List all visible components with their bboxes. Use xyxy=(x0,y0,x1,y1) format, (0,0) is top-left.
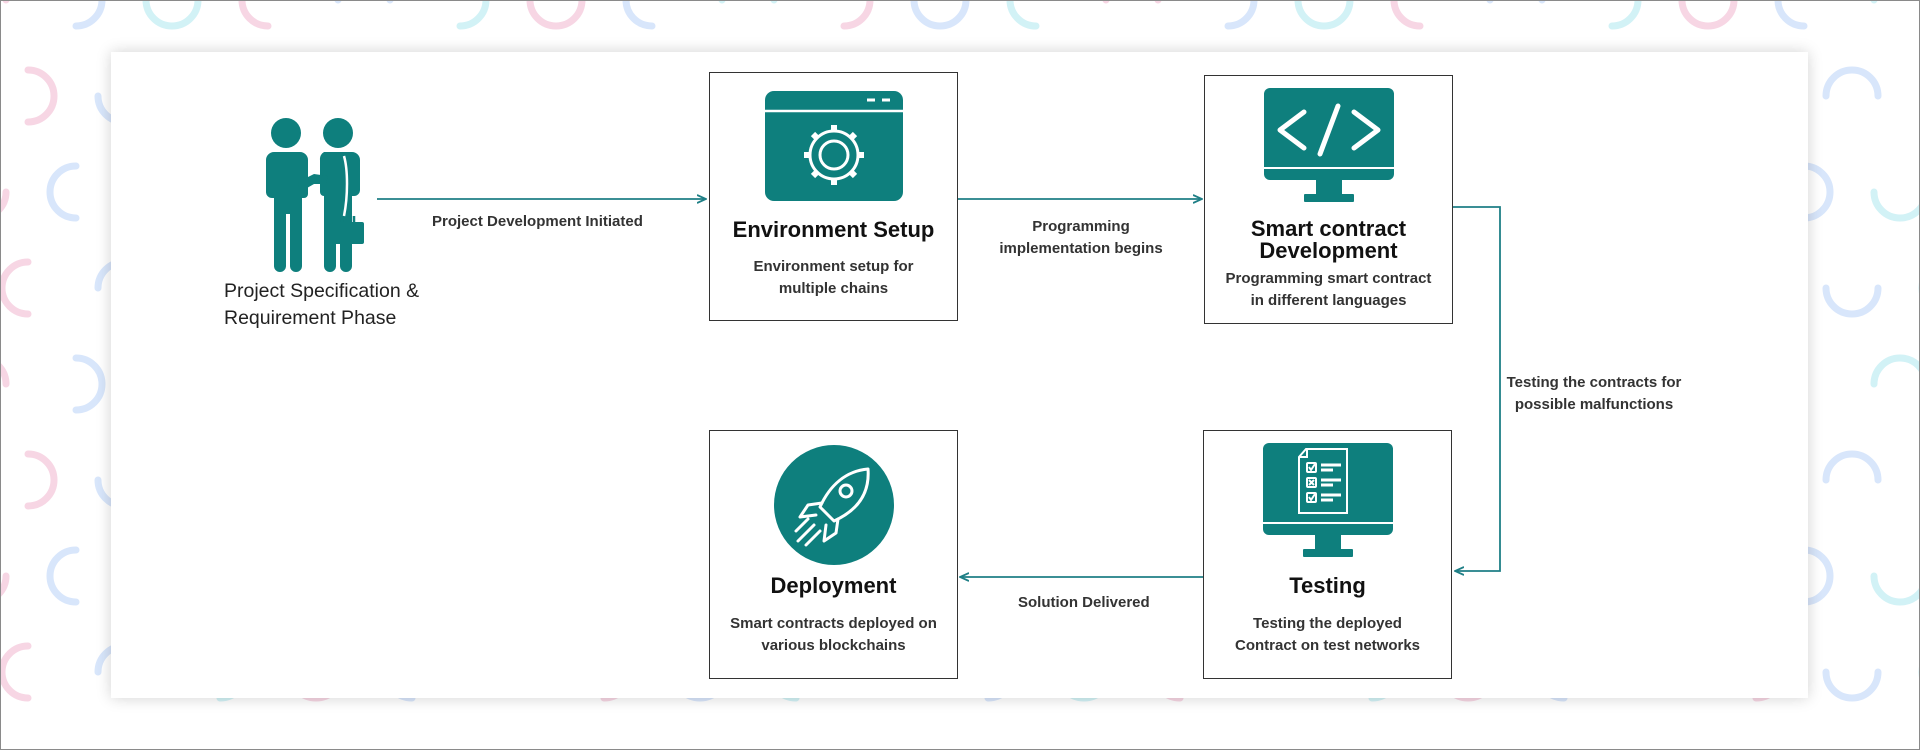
environment-setup-desc: Environment setup for multiple chains xyxy=(718,256,949,300)
environment-setup-box: Environment Setup Environment setup for … xyxy=(709,72,958,321)
smart-contract-development-desc-line2: in different languages xyxy=(1250,292,1407,309)
deployment-box: Deployment Smart contracts deployed on v… xyxy=(709,430,958,679)
edge-label-testing-line1: Testing the contracts for xyxy=(1506,374,1682,391)
browser-gear-icon xyxy=(764,91,903,201)
background-arc xyxy=(0,642,32,702)
background-arc xyxy=(456,0,490,30)
deployment-desc: Smart contracts deployed on various bloc… xyxy=(718,613,949,657)
environment-setup-desc-line1: Environment setup for xyxy=(753,258,914,275)
testing-desc-line2: Contract on test networks xyxy=(1234,637,1421,654)
background-arc xyxy=(1870,188,1920,222)
environment-setup-desc-line2: multiple chains xyxy=(778,280,889,297)
background-arc xyxy=(1294,0,1354,30)
rocket-icon xyxy=(773,445,894,565)
arrow-development-to-testing xyxy=(1453,206,1501,571)
edge-label-testing: Testing the contracts for possible malfu… xyxy=(1496,372,1692,416)
background-arc xyxy=(72,0,106,30)
background-arc xyxy=(1006,0,1040,30)
background-arc xyxy=(46,546,80,606)
background-arc xyxy=(840,0,874,30)
background-arc xyxy=(46,162,80,222)
smart-contract-development-desc-line1: Programming smart contract xyxy=(1225,270,1432,287)
edge-label-programming-line2: implementation begins xyxy=(999,240,1163,257)
background-arc xyxy=(622,0,656,30)
background-arc xyxy=(526,0,586,30)
testing-box: Testing Testing the deployed Contract on… xyxy=(1203,430,1452,679)
background-arc xyxy=(0,188,10,214)
testing-desc: Testing the deployed Contract on test ne… xyxy=(1212,613,1443,657)
environment-setup-title: Environment Setup xyxy=(732,217,935,242)
edge-label-delivered: Solution Delivered xyxy=(1018,594,1150,611)
background-arc xyxy=(1822,284,1882,318)
background-arc xyxy=(238,0,272,30)
monitor-code-icon xyxy=(1263,88,1394,202)
start-label-line2: Requirement Phase xyxy=(224,307,397,329)
smart-contract-development-box: Smart contract Development Programming s… xyxy=(1204,75,1453,324)
background-arc xyxy=(0,258,32,318)
background-arc xyxy=(1224,0,1258,30)
background-arc xyxy=(142,0,202,30)
background-arc xyxy=(910,0,970,30)
background-arc xyxy=(1870,354,1920,388)
start-label: Project Specification & Requirement Phas… xyxy=(224,278,419,332)
testing-desc-line1: Testing the deployed xyxy=(1253,615,1402,632)
background-arc xyxy=(1822,66,1882,100)
background-arc xyxy=(1608,0,1642,30)
background-arc xyxy=(1822,668,1882,702)
background-arc xyxy=(1800,546,1834,606)
edge-label-programming-line1: Programming xyxy=(1032,218,1130,235)
smart-contract-development-title-line2: Development xyxy=(1259,238,1398,263)
deployment-title: Deployment xyxy=(770,573,897,598)
edge-label-testing-line2: possible malfunctions xyxy=(1514,396,1674,413)
edge-label-programming: Programming implementation begins xyxy=(986,216,1176,260)
background-arc xyxy=(24,450,58,510)
background-arc xyxy=(24,66,58,126)
diagram-canvas xyxy=(111,52,1808,698)
background-arc xyxy=(1870,572,1920,606)
smart-contract-development-desc: Programming smart contract in different … xyxy=(1213,268,1444,312)
background-arc xyxy=(0,572,10,598)
deployment-desc-line2: various blockchains xyxy=(761,637,906,654)
deployment-desc-line1: Smart contracts deployed on xyxy=(730,615,937,632)
background-arc xyxy=(1774,0,1808,30)
start-label-line1: Project Specification & xyxy=(224,280,420,302)
testing-title: Testing xyxy=(1289,573,1366,598)
smart-contract-development-title: Smart contract Development xyxy=(1211,218,1446,262)
background-arc xyxy=(1390,0,1424,30)
background-arc xyxy=(1678,0,1738,30)
monitor-checklist-icon xyxy=(1262,443,1393,557)
background-arc xyxy=(0,362,10,388)
handshake-people-icon xyxy=(266,118,364,272)
background-arc xyxy=(72,354,106,414)
background-arc xyxy=(1800,162,1834,222)
edge-label-initiated: Project Development Initiated xyxy=(432,213,643,230)
smart-contract-development-title-line1: Smart contract xyxy=(1250,216,1407,241)
background-arc xyxy=(1822,450,1882,484)
